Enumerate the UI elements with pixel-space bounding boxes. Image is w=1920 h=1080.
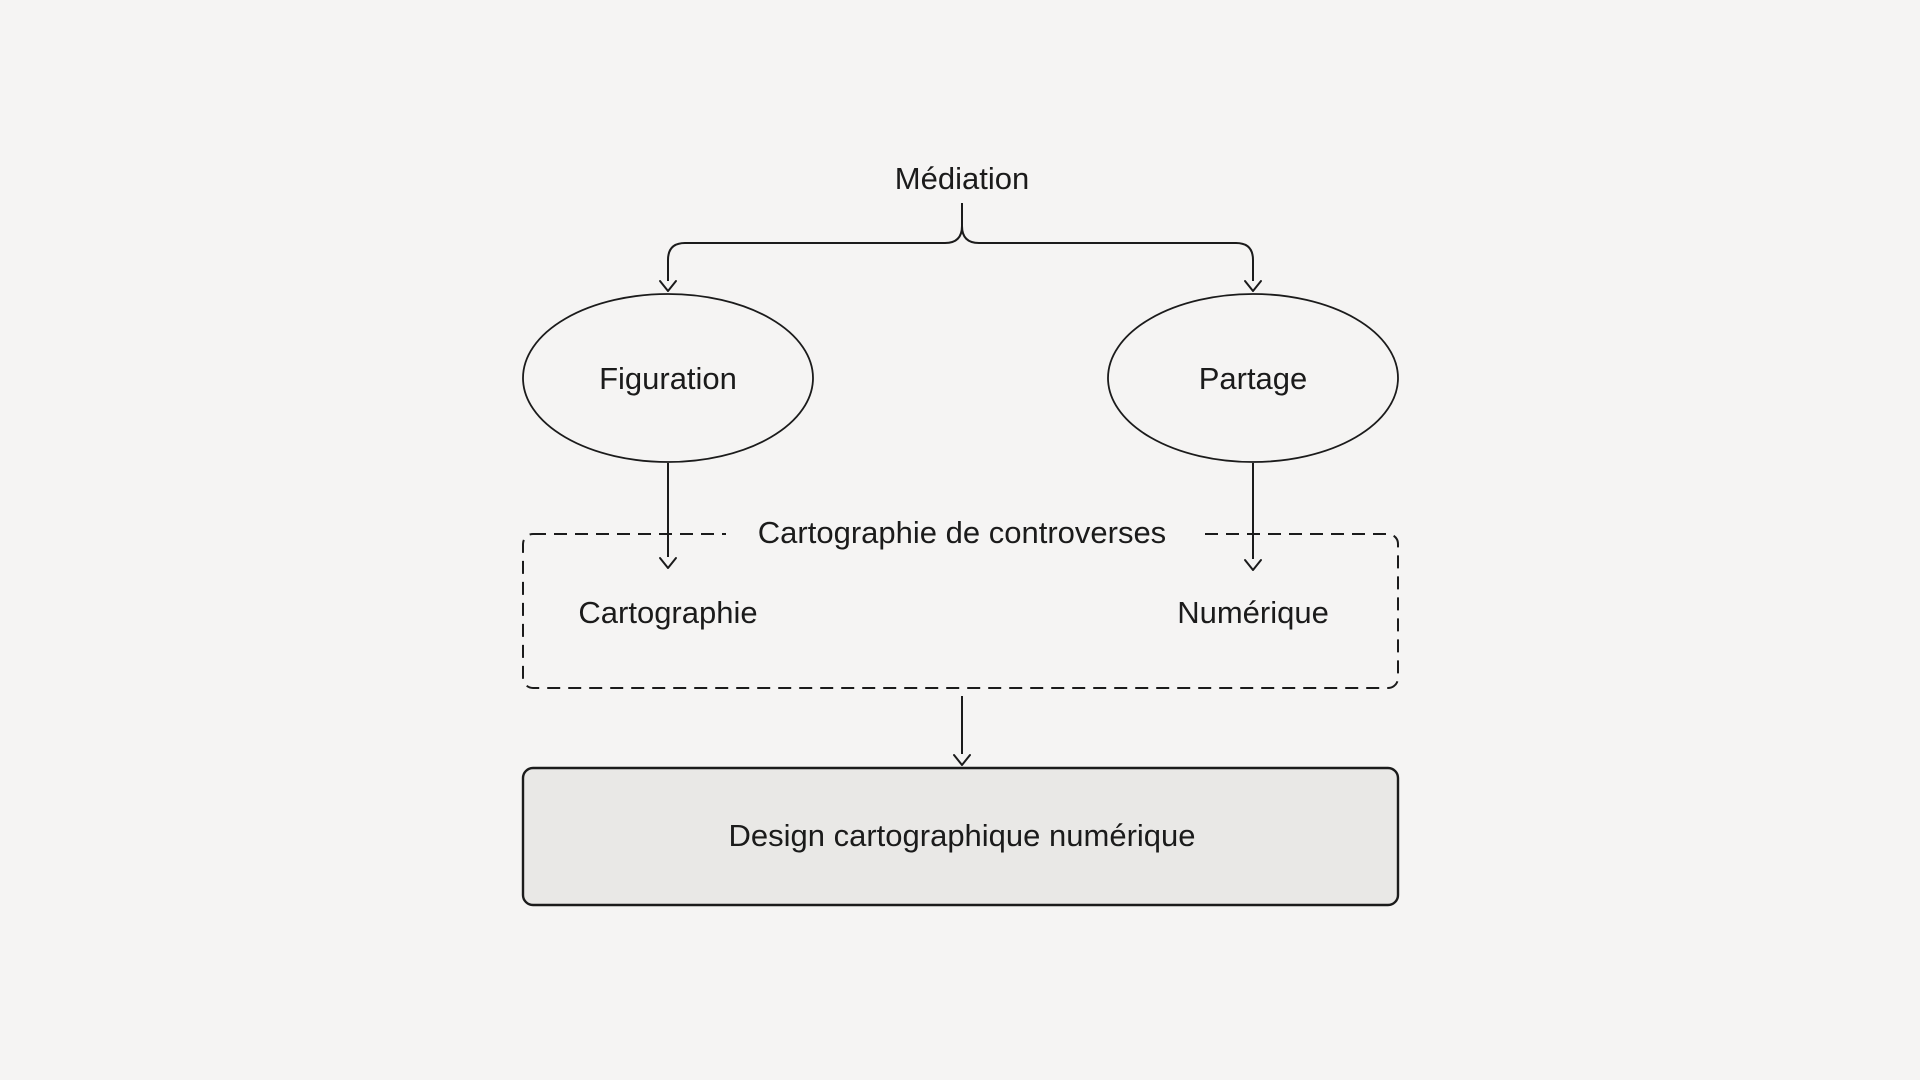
controverses-group-label: Cartographie de controverses (758, 515, 1166, 550)
edge-mediation-to-figuration (667, 203, 963, 281)
partage-node (1107, 293, 1399, 463)
arrowhead-to-design (953, 754, 971, 766)
design-result-box (521, 766, 1400, 907)
numerique-label: Numérique (1177, 595, 1329, 630)
figuration-node (522, 293, 814, 463)
partage-label: Partage (1199, 361, 1308, 396)
arrowhead-to-numerique (1244, 559, 1262, 571)
edge-mediation-to-partage (961, 203, 1254, 281)
design-label: Design cartographique numérique (728, 818, 1195, 853)
cartographie-label: Cartographie (578, 595, 757, 630)
figuration-label: Figuration (599, 361, 737, 396)
group-label-background (726, 514, 1198, 552)
mediation-label: Médiation (895, 161, 1029, 196)
arrowhead-to-figuration (659, 280, 677, 292)
arrowhead-to-partage (1244, 280, 1262, 292)
arrowhead-to-cartographie (659, 557, 677, 569)
